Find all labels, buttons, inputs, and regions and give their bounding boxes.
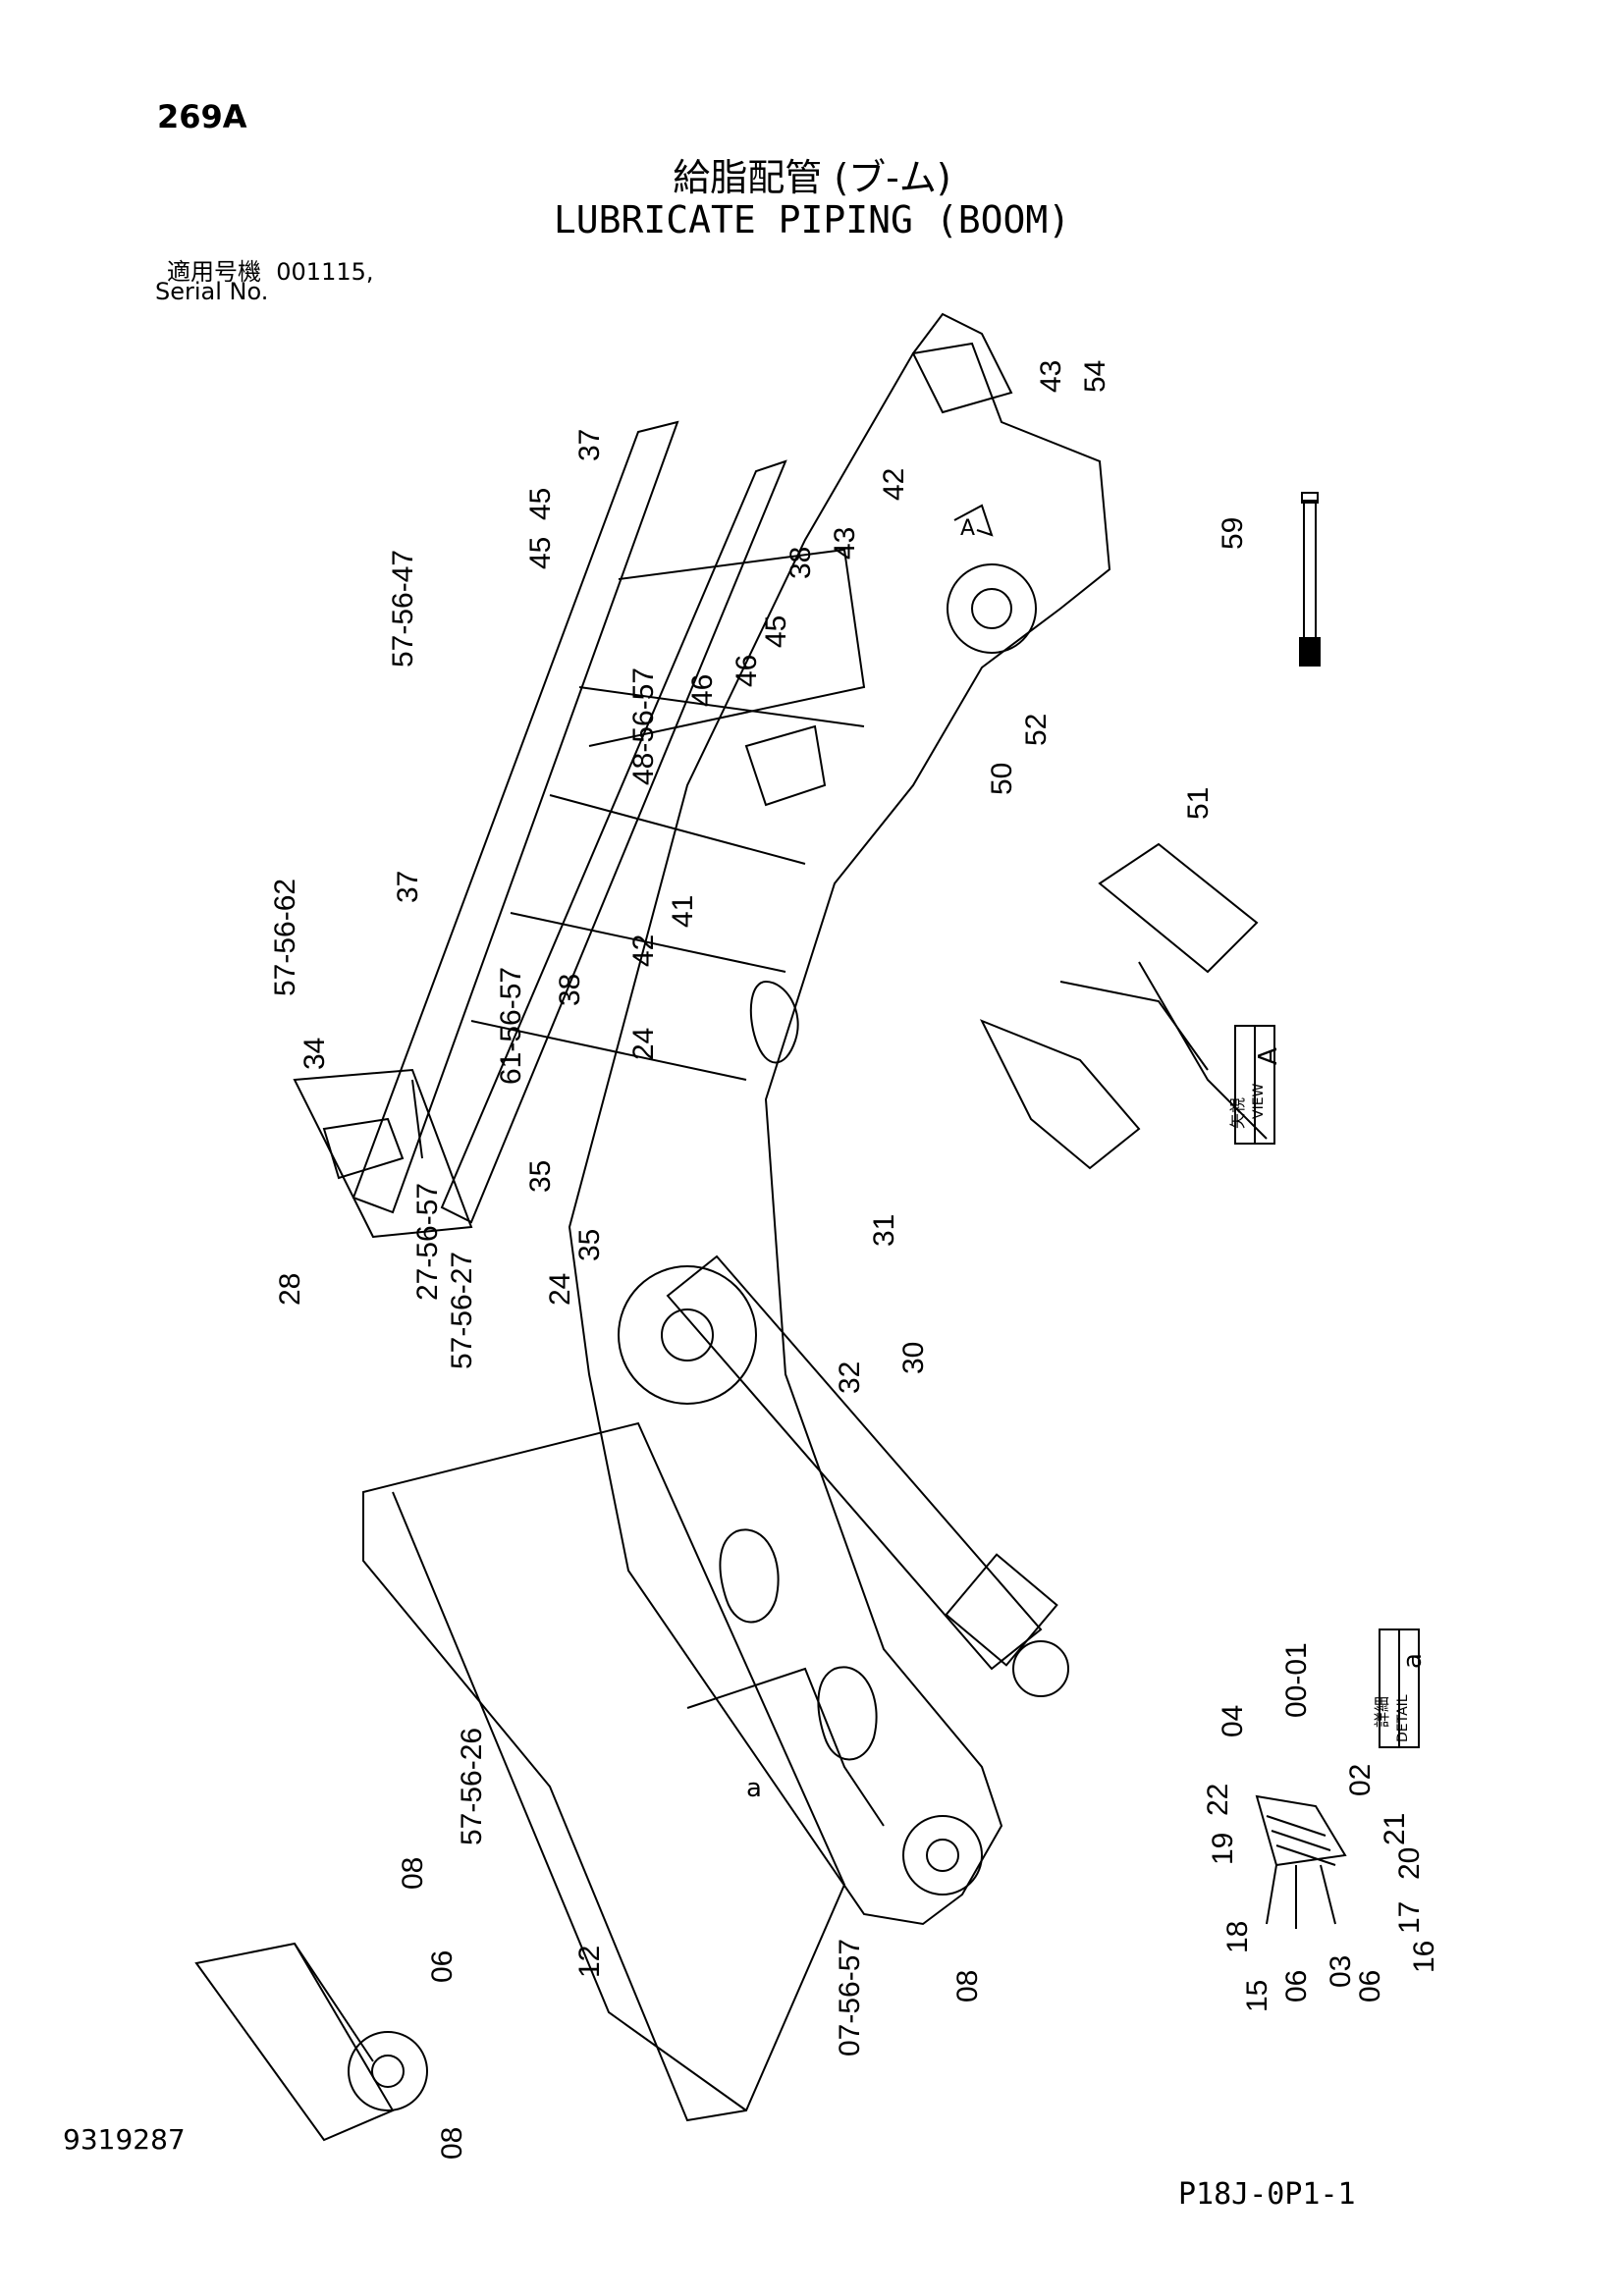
- callout-label: 38: [554, 974, 586, 1006]
- callout-label: 08: [397, 1857, 429, 1890]
- drawing-number: 9319287: [63, 2123, 186, 2156]
- callout-label: 24: [544, 1273, 576, 1306]
- callout-label: 46: [731, 655, 763, 687]
- callout-label: 43: [829, 527, 861, 560]
- callout-label: 00-01: [1280, 1642, 1313, 1718]
- callout-label: 15: [1241, 1980, 1273, 2012]
- callout-label: 19: [1207, 1833, 1239, 1865]
- callout-label: 32: [834, 1362, 866, 1394]
- callout-label: 38: [785, 547, 817, 579]
- view-box: 矢視 VIEW A: [1228, 1025, 1283, 1145]
- serial-jp-label: 適用号機: [167, 258, 261, 286]
- view-arrow-letter: A: [960, 516, 975, 541]
- detail-box: 詳細 DETAIL a: [1373, 1629, 1428, 1748]
- callout-label: 06: [1354, 1970, 1386, 2002]
- callout-label: 24: [627, 1028, 660, 1060]
- detail-box-letter: a: [1398, 1653, 1428, 1669]
- callout-label: 34: [298, 1038, 331, 1070]
- callout-label: 28: [274, 1273, 306, 1306]
- frame-detail-lower: [194, 1421, 885, 2142]
- callout-label: 57-56-26: [456, 1728, 488, 1845]
- callout-label: 22: [1202, 1784, 1234, 1816]
- callout-label: 57-56-47: [387, 550, 419, 667]
- callout-label: 27-56-57: [411, 1183, 444, 1301]
- callout-label: 30: [897, 1342, 930, 1374]
- title-japanese: 給脂配管 (ブ-ム): [673, 156, 951, 199]
- callout-label: 48-56-57: [627, 667, 660, 785]
- view-arrow-a-icon: A: [953, 504, 994, 541]
- callout-label: 07-56-57: [834, 1939, 866, 2056]
- callout-label: 06: [1280, 1970, 1313, 2002]
- callout-labels: 37 45 45 57-56-47 42 43 43 54 38 46 45 46 48-56-57 52…: [269, 360, 1440, 2160]
- title-english: LUBRICATE PIPING (BOOM): [553, 198, 1071, 241]
- callout-label: 51: [1182, 787, 1215, 820]
- callout-label: 35: [573, 1229, 606, 1261]
- callout-label: 08: [436, 2127, 468, 2160]
- view-box-letter: A: [1254, 1047, 1283, 1065]
- callout-label: 45: [524, 488, 557, 520]
- detail-a-nipples: [1255, 1794, 1347, 1929]
- callout-label: 45: [760, 615, 792, 648]
- callout-label: 59: [1217, 517, 1249, 550]
- callout-label: 18: [1221, 1921, 1254, 1953]
- detail-box-word: DETAIL: [1395, 1694, 1411, 1742]
- callout-label: 17: [1393, 1901, 1426, 1934]
- callout-label: 52: [1020, 714, 1053, 746]
- callout-label: 08: [951, 1970, 984, 2002]
- callout-label: 03: [1325, 1955, 1357, 1988]
- view-box-kanji: 矢視: [1228, 1097, 1247, 1129]
- callout-label: 37: [392, 871, 424, 903]
- page-number: 269A: [157, 98, 247, 135]
- callout-label: 12: [573, 1946, 606, 1978]
- callout-label: 46: [686, 674, 719, 707]
- callout-label: 43: [1035, 360, 1067, 393]
- detail-box-kanji: 詳細: [1373, 1696, 1391, 1728]
- callout-label: 20: [1393, 1847, 1426, 1880]
- callout-label: 16: [1408, 1941, 1440, 1973]
- callout-label: 21: [1379, 1813, 1411, 1845]
- callout-label: 42: [878, 468, 910, 501]
- callout-label: 41: [667, 895, 699, 928]
- sheet-code: P18J-0P1-1: [1178, 2177, 1356, 2212]
- callout-label: 35: [524, 1160, 557, 1193]
- serial-label-japanese: 適用号機 001115,: [167, 252, 374, 287]
- boom-cylinder: [666, 724, 1069, 1697]
- callout-label: 57-56-27: [446, 1252, 478, 1369]
- serial-label-english: Serial No.: [155, 278, 269, 305]
- detail-mark: a: [746, 1774, 762, 1803]
- callout-label: 02: [1344, 1764, 1377, 1796]
- callout-label: 50: [986, 763, 1018, 795]
- callout-label: 06: [426, 1950, 459, 1983]
- callout-label: 61-56-57: [495, 967, 527, 1085]
- callout-label: 57-56-62: [269, 879, 301, 996]
- callout-label: 04: [1217, 1705, 1249, 1737]
- callout-label: 45: [524, 537, 557, 569]
- boom-body: [568, 312, 1111, 1926]
- arm-detail-upper: [293, 420, 866, 1239]
- view-a-detail: [979, 842, 1268, 1170]
- part-59-bolt-icon: [1299, 492, 1321, 667]
- view-box-word: VIEW: [1251, 1083, 1267, 1119]
- callout-label: 37: [573, 429, 606, 461]
- serial-value: 001115,: [276, 258, 374, 286]
- callout-label: 42: [627, 934, 660, 967]
- callout-label: 31: [868, 1214, 900, 1247]
- callout-label: 54: [1079, 360, 1111, 393]
